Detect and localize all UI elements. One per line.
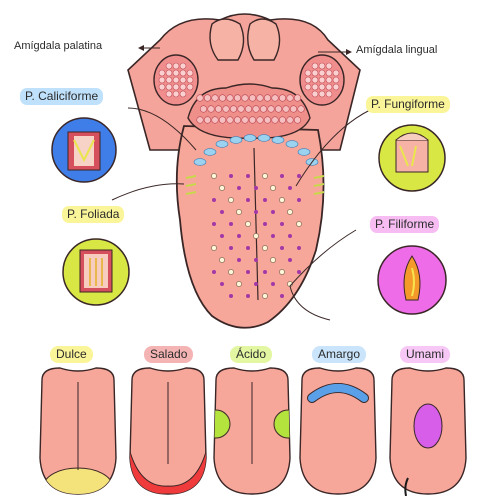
fungiforme-zoom	[379, 125, 445, 191]
taste-label-amargo: Amargo	[312, 346, 366, 363]
taste-label-dulce: Dulce	[50, 346, 93, 363]
taste-label-umami: Umami	[400, 346, 450, 363]
taste-tongue-amargo	[300, 368, 376, 494]
filiforme-zoom	[378, 246, 446, 314]
main-tongue	[128, 14, 360, 328]
circumvallate-label: P. Caliciforme	[20, 88, 103, 105]
lingual-tonsil-label: Amígdala lingual	[356, 44, 437, 56]
taste-tongue-dulce	[40, 368, 116, 496]
taste-tongue-umami	[390, 368, 466, 494]
foliate-label: P. Foliada	[62, 206, 124, 223]
taste-tongue-salado	[128, 368, 208, 494]
taste-map-row	[40, 368, 466, 496]
arrow-head	[346, 49, 352, 55]
epiglottis-fold-right	[248, 19, 280, 60]
taste-label-acido: Ácido	[230, 346, 272, 363]
taste-tongue-acido	[202, 368, 302, 494]
arrow-head	[138, 45, 144, 51]
taste-label-salado: Salado	[144, 346, 193, 363]
palatine-tonsil-label: Amígdala palatina	[14, 40, 102, 52]
caliciform-zoom	[52, 118, 116, 182]
filiform-label: P. Filiforme	[370, 216, 439, 233]
epiglottis-fold-left	[210, 19, 244, 60]
foliada-zoom	[63, 239, 129, 305]
tongue-body	[177, 126, 324, 328]
fungiform-label: P. Fungiforme	[366, 96, 450, 113]
